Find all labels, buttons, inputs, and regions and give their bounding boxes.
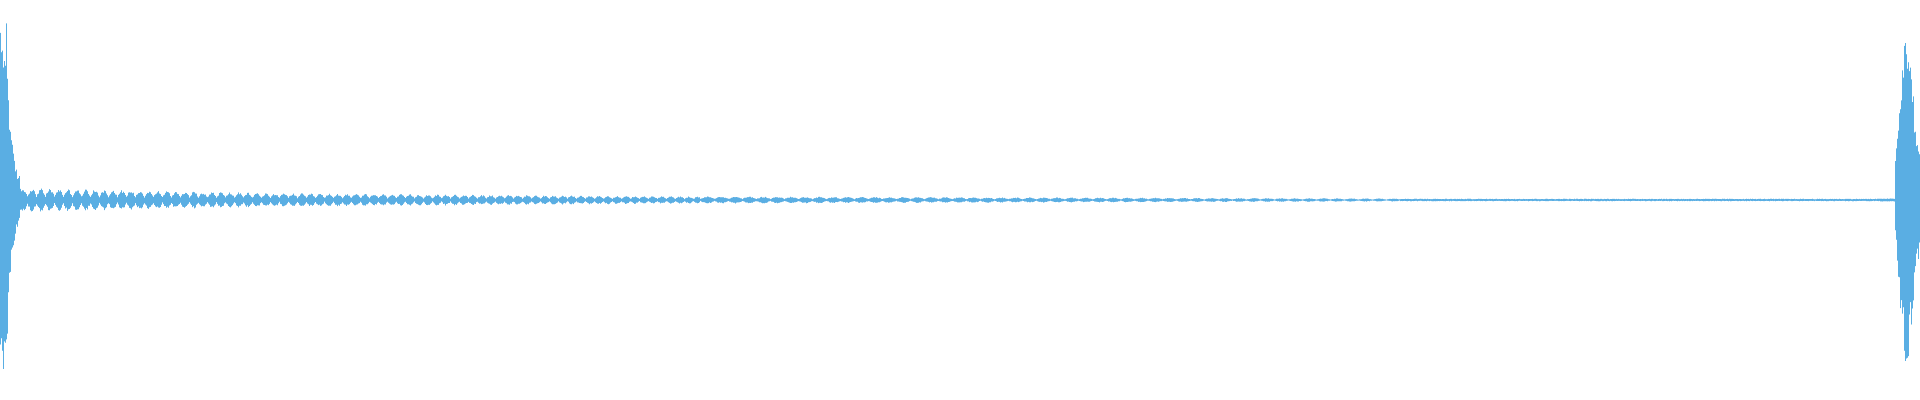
waveform-start-burst [0,178,16,222]
waveform-end-burst [1902,172,1918,228]
waveform-trace [0,23,1920,369]
